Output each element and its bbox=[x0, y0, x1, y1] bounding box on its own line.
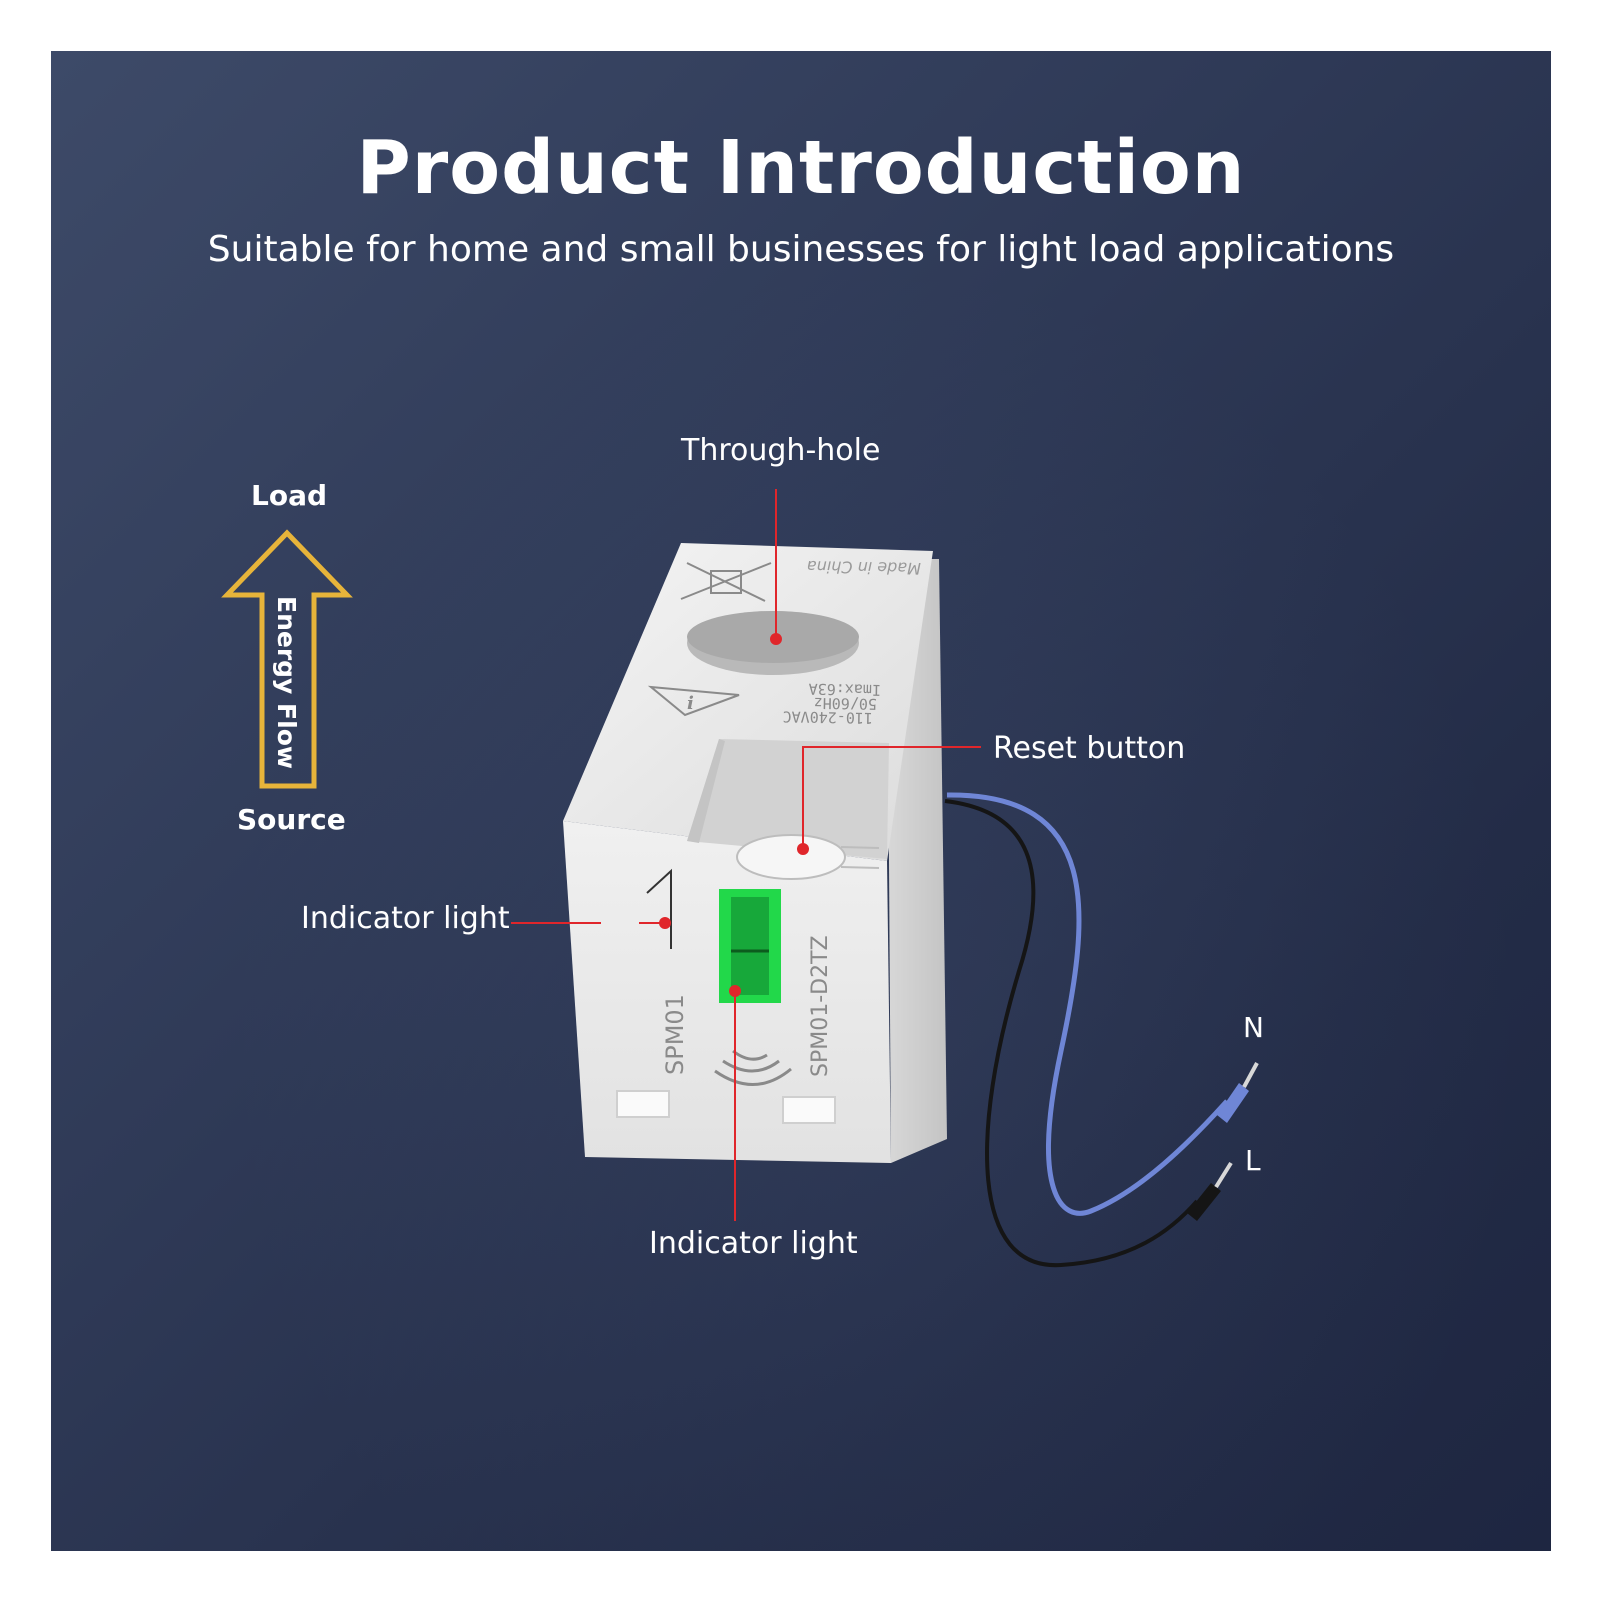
page-title: Product Introduction bbox=[356, 125, 1246, 211]
model-side-text: SPM01-D2TZ bbox=[808, 935, 833, 1077]
energy-flow-arrow: Energy Flow bbox=[221, 529, 353, 789]
page-subtitle: Suitable for home and small businesses f… bbox=[207, 229, 1395, 270]
through-hole-dot bbox=[770, 633, 782, 645]
indicator-side-dot bbox=[659, 917, 671, 929]
indicator-light-bottom-label: Indicator light bbox=[649, 1226, 858, 1261]
mount-slot-right bbox=[782, 1096, 836, 1124]
neutral-wire bbox=[946, 792, 1229, 1216]
neutral-pin bbox=[1242, 1062, 1259, 1088]
through-hole-label: Through-hole bbox=[681, 433, 881, 468]
background-panel: Product Introduction Suitable for home a… bbox=[51, 51, 1551, 1551]
made-in-china-text: Made in China bbox=[807, 557, 921, 578]
live-wire bbox=[944, 799, 1199, 1268]
reset-button-label: Reset button bbox=[993, 731, 1186, 766]
arrow-outline bbox=[221, 529, 353, 789]
reset-button-callout-line bbox=[802, 746, 981, 847]
voltage-text: 110-240VAC bbox=[782, 707, 873, 727]
info-warning-icon: i bbox=[647, 685, 740, 717]
reset-recess bbox=[687, 739, 889, 859]
source-label: Source bbox=[237, 803, 346, 836]
live-ferrule bbox=[1187, 1183, 1221, 1221]
live-wire-label: L bbox=[1245, 1144, 1261, 1177]
svg-text:i: i bbox=[687, 693, 694, 714]
indicator-bottom-dot bbox=[729, 985, 741, 997]
weee-bin-icon bbox=[680, 562, 772, 602]
energy-meter-device: Made in China i Imax:63A 50/60Hz 110-240… bbox=[563, 543, 947, 1163]
reset-button-dot bbox=[797, 843, 809, 855]
imax-text: Imax:63A bbox=[809, 680, 882, 699]
model-front-text: SPM01 bbox=[661, 994, 689, 1075]
load-label: Load bbox=[251, 479, 328, 512]
mount-slot-left bbox=[616, 1090, 670, 1118]
live-pin bbox=[1214, 1161, 1233, 1189]
callout-dots bbox=[659, 633, 809, 997]
energy-flow-text: Energy Flow bbox=[272, 596, 301, 769]
neutral-ferrule bbox=[1217, 1083, 1249, 1123]
wires bbox=[944, 792, 1259, 1268]
frequency-text: 50/60Hz bbox=[814, 694, 878, 713]
product-diagram: Energy Flow Made in China bbox=[221, 489, 1259, 1268]
reset-button-shape bbox=[736, 834, 846, 880]
neutral-wire-label: N bbox=[1243, 1011, 1264, 1044]
indicator-light-side-label: Indicator light bbox=[301, 901, 510, 936]
